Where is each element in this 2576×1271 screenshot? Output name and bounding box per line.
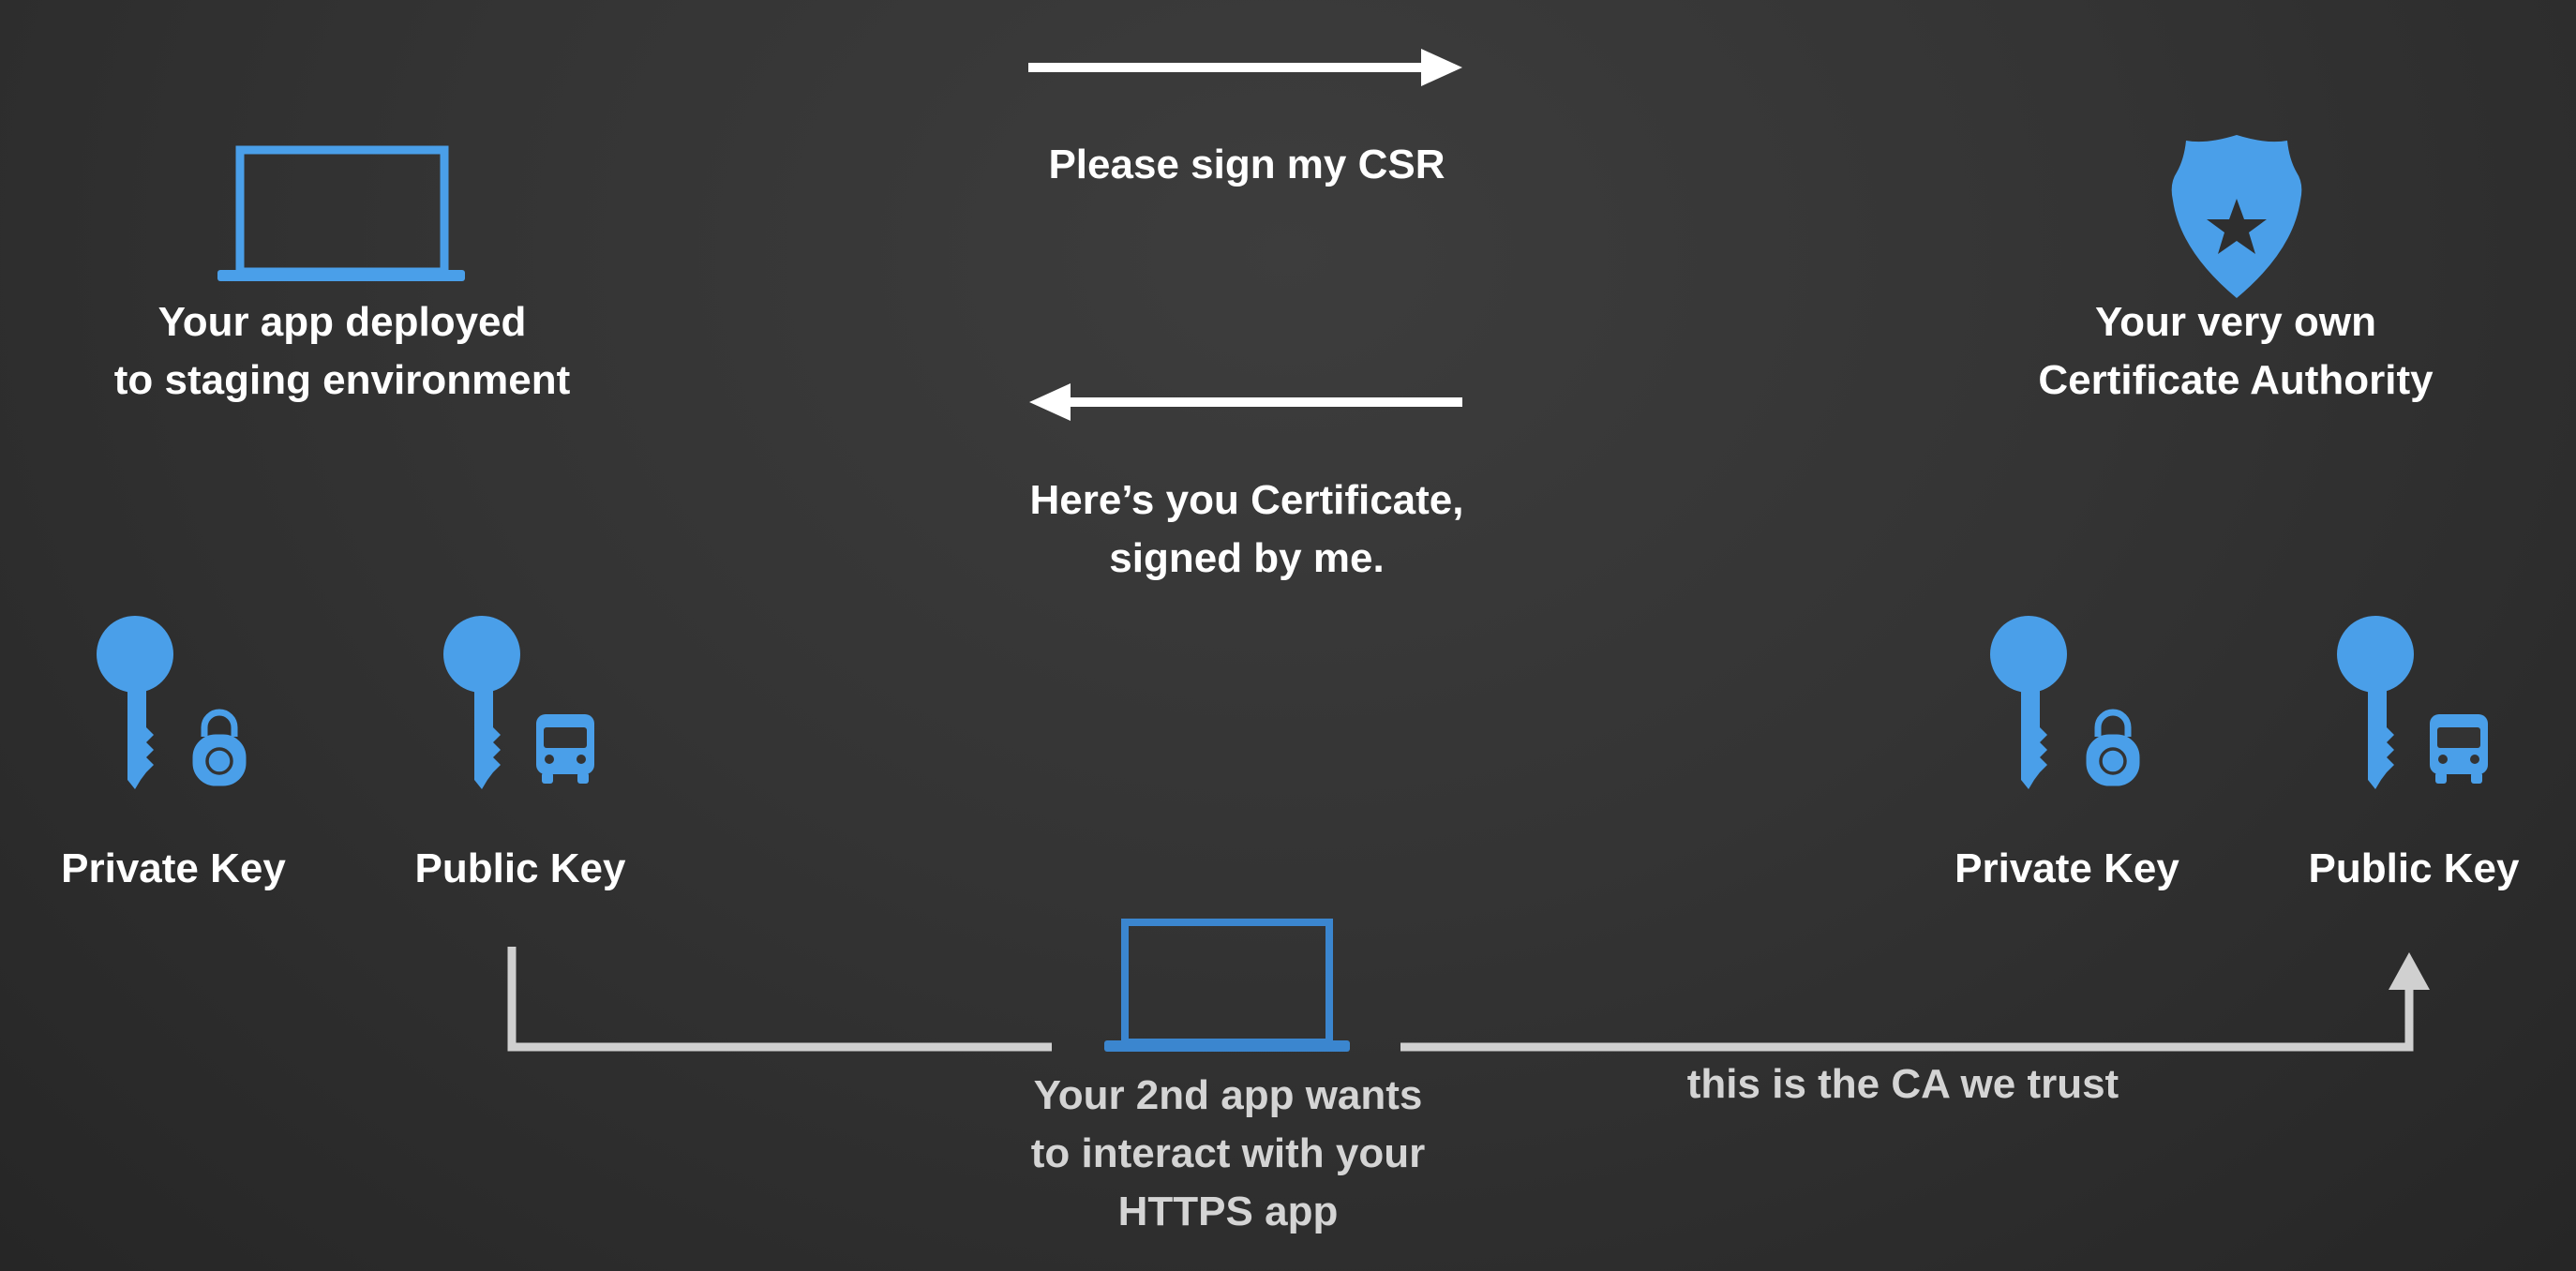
response-arrow [1029, 383, 1462, 421]
request-message: Please sign my CSR [1048, 142, 1445, 187]
response-message: Here’s you Certificate, signed by me. [1029, 477, 1464, 581]
second-app-laptop-icon [1104, 919, 1350, 1052]
app-private-key-label: Private Key [61, 845, 286, 891]
public-key-connector [507, 947, 1052, 1052]
app-public-key-icon [443, 616, 520, 789]
ca-public-key-label: Public Key [2308, 845, 2520, 891]
ca-private-key-label: Private Key [1954, 845, 2179, 891]
app-laptop-icon [217, 145, 465, 281]
ca-private-lock-icon [2087, 712, 2139, 785]
ca-public-bus-icon [2430, 714, 2488, 784]
ca-trust-connector [1400, 984, 2414, 1052]
ca-private-key-icon [1990, 616, 2067, 789]
app-public-key-label: Public Key [414, 845, 626, 891]
app-private-lock-icon [193, 712, 246, 785]
app-private-key-icon [97, 616, 173, 789]
second-app-label: Your 2nd app wants to interact with your… [1030, 1072, 1426, 1234]
police-badge-icon [2171, 135, 2302, 298]
app-label: Your app deployed to staging environment [113, 299, 571, 403]
ca-public-key-icon [2337, 616, 2414, 789]
request-arrow [1028, 49, 1462, 86]
app-public-bus-icon [536, 714, 594, 784]
ca-label: Your very own Certificate Authority [2038, 299, 2434, 403]
ca-trust-arrowhead [2389, 952, 2430, 990]
trust-message: this is the CA we trust [1686, 1061, 2119, 1107]
